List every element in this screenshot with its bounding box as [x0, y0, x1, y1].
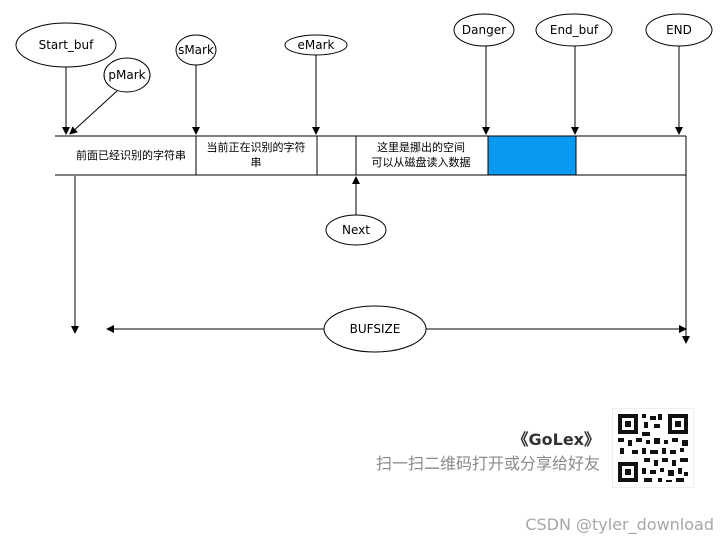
cell-recognizing-text-line1: 当前正在识别的字符 — [207, 140, 306, 154]
buffer-row: 前面已经识别的字符串 当前正在识别的字符 串 这里是挪出的空间 可以从磁盘读入数… — [55, 135, 687, 176]
p-mark-label: pMark — [108, 68, 145, 82]
pointer-danger: Danger — [453, 13, 515, 135]
pointer-s-mark: sMark — [175, 34, 217, 135]
e-mark-label: eMark — [298, 38, 335, 52]
pointer-p-mark: pMark — [69, 57, 151, 135]
danger-zone — [487, 135, 577, 176]
start-buf-label: Start_buf — [39, 38, 95, 52]
danger-label: Danger — [462, 23, 506, 37]
cell-recognized-text: 前面已经识别的字符串 — [76, 148, 186, 162]
pointer-next: Next — [325, 176, 387, 246]
promo-title: 《GoLex》 — [512, 430, 601, 449]
pointer-end-buf: End_buf — [535, 13, 613, 135]
cell-recognizing-text-line2: 串 — [251, 156, 262, 169]
next-label: Next — [342, 223, 370, 237]
cell-free-text-line1: 这里是挪出的空间 — [377, 140, 465, 154]
csdn-watermark: CSDN @tyler_download — [525, 515, 714, 534]
promo-subtitle: 扫一扫二维码打开或分享给好友 — [375, 454, 600, 473]
pointer-end: END — [645, 13, 713, 135]
qr-code-icon — [612, 408, 694, 488]
s-mark-label: sMark — [178, 43, 214, 57]
cell-free-text-line2: 可以从磁盘读入数据 — [372, 155, 471, 169]
pointer-e-mark: eMark — [284, 34, 348, 135]
end-buf-label: End_buf — [550, 23, 599, 37]
pointer-start-buf: Start_buf — [15, 22, 117, 135]
bufsize-label: BUFSIZE — [350, 322, 401, 336]
bufsize-extent: BUFSIZE — [71, 175, 690, 353]
end-label: END — [666, 23, 692, 37]
